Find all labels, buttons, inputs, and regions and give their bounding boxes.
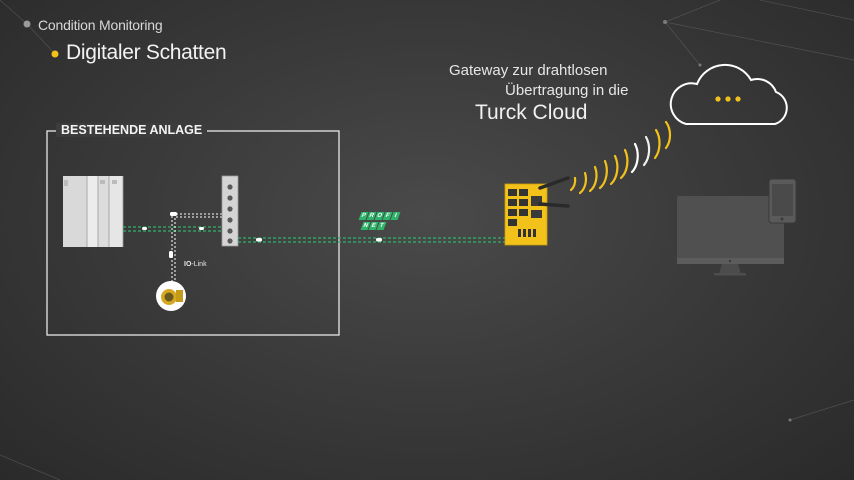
wifi-waves-icon — [569, 120, 672, 195]
plc-rack-icon — [63, 176, 124, 247]
io-link-suffix: -Link — [191, 261, 207, 268]
sensor-icon — [156, 281, 186, 311]
io-link-prefix: IO — [184, 261, 192, 268]
profinet-logo-row1: P R O F I — [358, 212, 401, 220]
profinet-cable — [238, 237, 505, 243]
phone-icon — [768, 178, 797, 224]
page-title: Digitaler Schatten — [66, 41, 227, 64]
breadcrumb-active-dot-icon — [51, 50, 59, 58]
monitor-icon — [677, 196, 784, 276]
plant-title: BESTEHENDE ANLAGE — [56, 123, 208, 137]
plc-switch-cable — [123, 226, 222, 232]
gateway-caption-line2: Übertragung in die — [505, 82, 629, 99]
switch-icon — [221, 175, 239, 247]
gateway-caption-line1: Gateway zur drahtlosen — [449, 62, 608, 79]
breadcrumb-parent: Condition Monitoring — [38, 17, 163, 33]
profinet-logo-row2: N E T — [360, 222, 387, 230]
gateway-icon — [504, 176, 570, 246]
gateway-caption-line3: Turck Cloud — [475, 101, 588, 124]
cloud-icon — [669, 63, 788, 125]
breadcrumb-dot-icon — [23, 20, 31, 28]
io-link-label: IO-Link — [184, 261, 207, 268]
io-link-cable — [171, 213, 222, 290]
